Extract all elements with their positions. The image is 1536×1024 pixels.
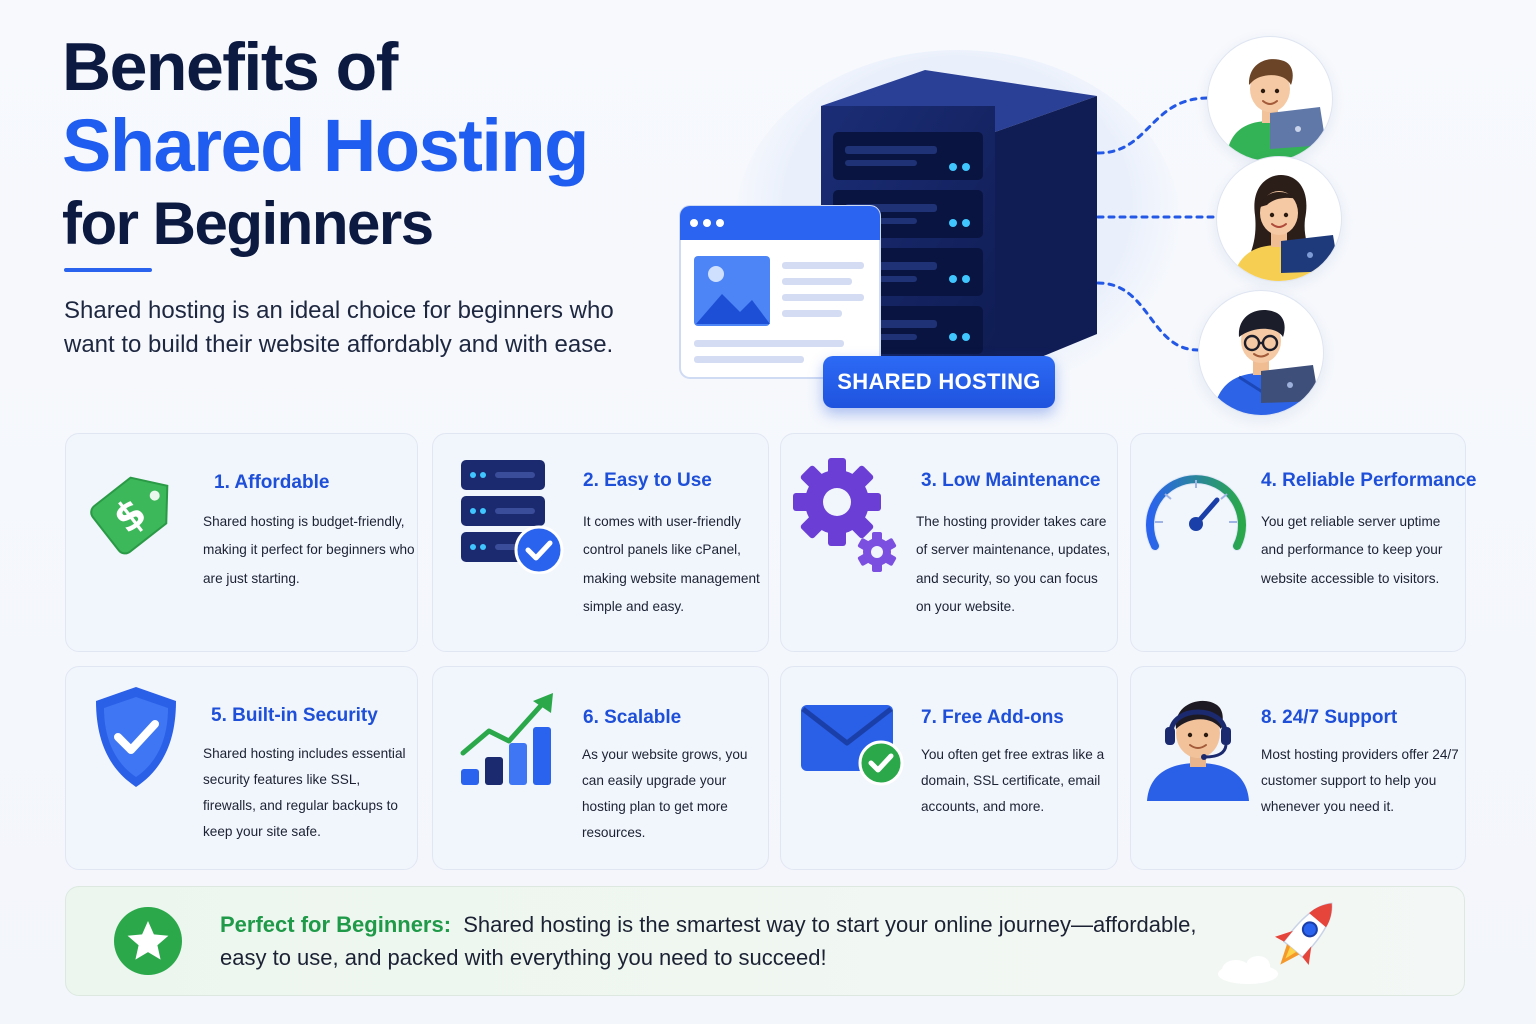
benefit-title: 6. Scalable bbox=[583, 707, 682, 728]
connector-lines bbox=[1096, 96, 1217, 352]
growth-chart-icon bbox=[460, 693, 553, 785]
price-tag-icon: $ bbox=[90, 476, 169, 555]
benefit-text: As your website grows, you can easily up… bbox=[582, 747, 748, 840]
envelope-check-icon bbox=[801, 705, 904, 786]
benefit-text: It comes with user-friendly control pane… bbox=[583, 514, 760, 614]
benefit-card-scalable: 6. Scalable As your website grows, you c… bbox=[432, 666, 769, 870]
benefit-title: 8. 24/7 Support bbox=[1261, 707, 1398, 728]
user-blue-laptop-icon bbox=[1198, 290, 1324, 416]
benefit-title: 4. Reliable Performance bbox=[1261, 470, 1477, 491]
benefit-text: Most hosting providers offer 24/7 custom… bbox=[1261, 747, 1459, 814]
benefit-card-affordable: $ 1. Affordable Shared hosting is budget… bbox=[65, 433, 418, 652]
title-line-3: for Beginners bbox=[62, 190, 434, 257]
benefit-text: You often get free extras like a domain,… bbox=[921, 747, 1105, 814]
user-green-laptop-icon bbox=[1207, 36, 1333, 162]
benefit-text: The hosting provider takes care of serve… bbox=[916, 514, 1111, 614]
benefit-text: You get reliable server uptime and perfo… bbox=[1261, 514, 1443, 586]
intro-text: Shared hosting is an ideal choice for be… bbox=[64, 297, 614, 358]
benefit-card-reliable-performance: 4. Reliable Performance You get reliable… bbox=[1130, 433, 1476, 652]
shared-hosting-badge: SHARED HOSTING bbox=[823, 356, 1055, 408]
benefit-title: 2. Easy to Use bbox=[583, 470, 712, 491]
rocket-icon bbox=[1218, 902, 1333, 984]
benefit-card-support: 8. 24/7 Support Most hosting providers o… bbox=[1130, 666, 1466, 870]
benefit-text: Shared hosting includes essential securi… bbox=[203, 746, 406, 839]
summary-text: Perfect for Beginners: Shared hosting is… bbox=[220, 908, 1220, 974]
star-badge-icon bbox=[114, 907, 182, 975]
user-yellow-laptop-icon bbox=[1216, 156, 1342, 282]
title-line-1: Benefits of bbox=[62, 29, 398, 105]
summary-lead: Perfect for Beginners: bbox=[220, 912, 452, 937]
page-title: Benefits of Shared Hosting for Beginners bbox=[62, 29, 589, 260]
server-check-icon bbox=[461, 460, 564, 574]
support-agent-icon bbox=[1147, 700, 1249, 801]
benefit-card-built-in-security: 5. Built-in Security Shared hosting incl… bbox=[65, 666, 418, 870]
speedometer-icon bbox=[1145, 474, 1247, 551]
browser-window-icon bbox=[679, 205, 881, 379]
benefit-card-easy-to-use: 2. Easy to Use It comes with user-friend… bbox=[432, 433, 769, 652]
benefit-title: 1. Affordable bbox=[214, 472, 330, 493]
gears-icon bbox=[793, 458, 897, 572]
benefit-card-free-add-ons: 7. Free Add-ons You often get free extra… bbox=[780, 666, 1118, 870]
benefit-title: 5. Built-in Security bbox=[211, 705, 378, 726]
shield-check-icon bbox=[96, 687, 176, 787]
title-divider bbox=[64, 268, 152, 272]
benefit-title: 3. Low Maintenance bbox=[921, 470, 1101, 491]
summary-body: Shared hosting is the smartest way to st… bbox=[220, 912, 1197, 970]
benefit-card-low-maintenance: 3. Low Maintenance The hosting provider … bbox=[780, 433, 1118, 652]
benefit-title: 7. Free Add-ons bbox=[921, 707, 1064, 728]
benefit-text: Shared hosting is budget-friendly, makin… bbox=[203, 514, 415, 586]
title-line-2: Shared Hosting bbox=[62, 104, 589, 187]
